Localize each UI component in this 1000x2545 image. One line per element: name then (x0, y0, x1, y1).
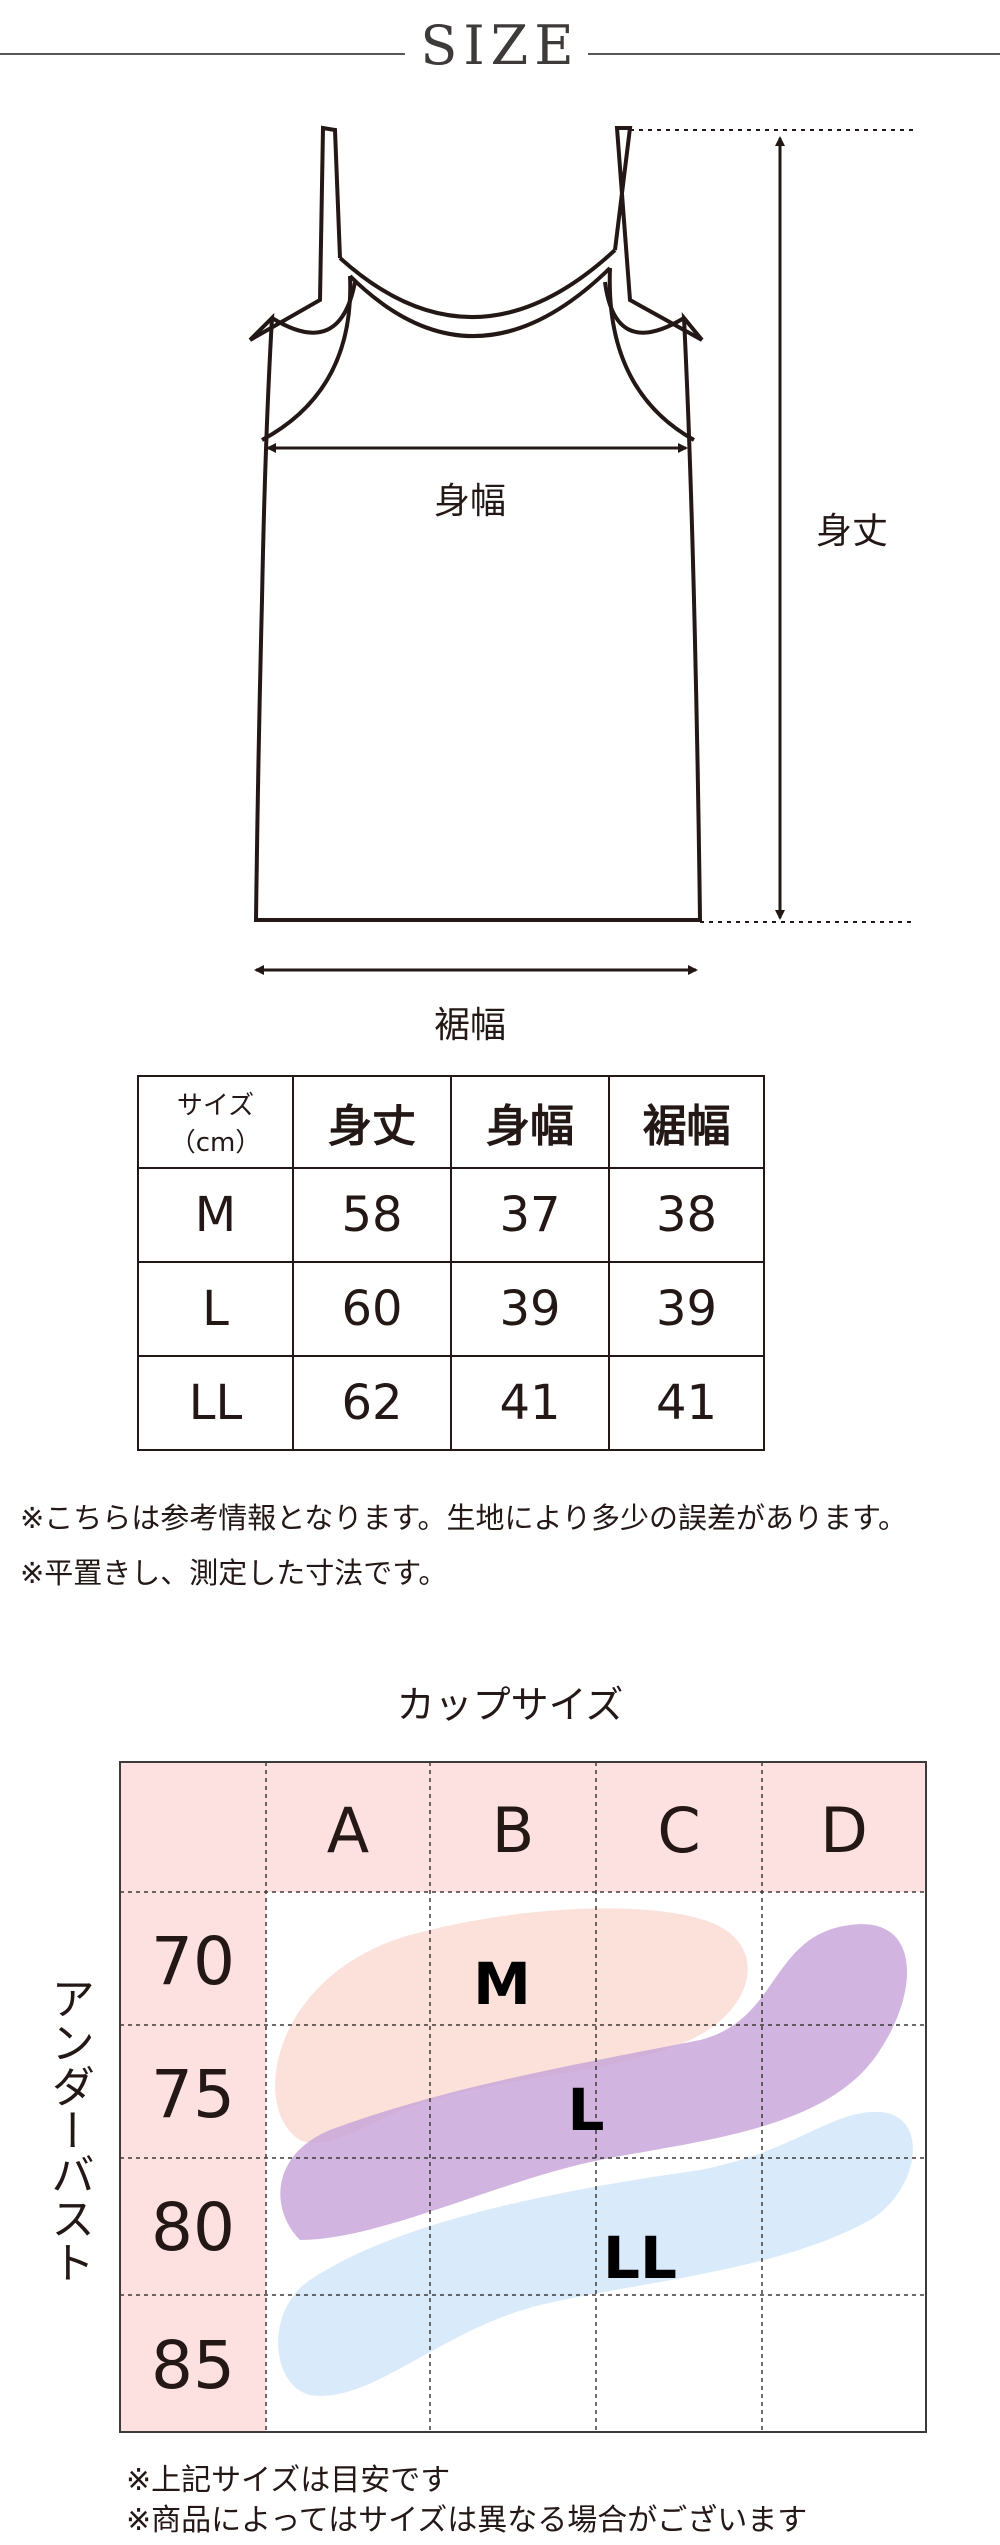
header-size: サイズ（cm） (137, 1075, 294, 1169)
right-strap (613, 126, 703, 342)
page-title: SIZE (420, 14, 580, 77)
row-70-label: 70 (151, 1923, 235, 2000)
size-cell: L (137, 1261, 294, 1357)
hem-width-cell: 41 (608, 1355, 765, 1451)
hem-width-cell: 38 (608, 1167, 765, 1263)
row-85-label: 85 (151, 2327, 235, 2404)
size-table: サイズ（cm） 身丈 身幅 裾幅 M 58 37 38 L 60 39 39 L… (137, 1075, 765, 1451)
cup-note-varies: ※商品によってはサイズは異なる場合がございます (126, 2503, 808, 2538)
column-b-label: B (492, 1794, 535, 1867)
chest-width-label: 身幅 (434, 481, 507, 522)
region-m-label: M (473, 1950, 531, 2018)
hem-width-cell: 39 (608, 1261, 765, 1357)
garment-outline (250, 335, 702, 920)
column-d-label: D (820, 1794, 868, 1867)
region-m-shape (275, 1908, 748, 2144)
under-bust-axis-label: アンダーバスト (43, 1976, 94, 2284)
note-measurement: ※平置きし、測定した寸法です。 (20, 1556, 448, 1590)
region-ll-label: LL (603, 2224, 677, 2292)
row-75-label: 75 (151, 2056, 235, 2133)
table-row: M 58 37 38 (137, 1167, 765, 1263)
row-80-label: 80 (151, 2189, 235, 2266)
cup-chart-title: カップサイズ (396, 1683, 624, 1727)
column-c-label: C (657, 1794, 700, 1867)
cup-size-chart: A B C D 70 75 80 85 M L LL (119, 1761, 927, 2433)
column-header-bg (120, 1762, 926, 1892)
region-l-label: L (568, 2076, 605, 2144)
right-armhole-inner (607, 267, 695, 442)
chest-width-cell: 37 (450, 1167, 610, 1263)
header-hem-width: 裾幅 (608, 1075, 765, 1169)
note-reference: ※こちらは参考情報となります。生地により多少の誤差があります。 (20, 1501, 908, 1535)
length-cell: 60 (292, 1261, 452, 1357)
size-table-header: サイズ（cm） 身丈 身幅 裾幅 (137, 1075, 765, 1169)
length-cell: 62 (292, 1355, 452, 1451)
region-l-shape (280, 1924, 908, 2240)
chest-width-cell: 41 (450, 1355, 610, 1451)
row-header-bg (120, 1892, 266, 2432)
size-cell: LL (137, 1355, 294, 1451)
chest-width-cell: 39 (450, 1261, 610, 1357)
right-armhole (603, 281, 686, 335)
header-chest-width: 身幅 (450, 1075, 610, 1169)
column-a-label: A (327, 1794, 369, 1867)
left-armhole-inner (261, 275, 353, 442)
size-header: SIZE (0, 0, 1000, 110)
size-cell: M (137, 1167, 294, 1263)
length-cell: 58 (292, 1167, 452, 1263)
left-strap (249, 125, 342, 342)
header-rule-right (588, 53, 1000, 55)
table-row: L 60 39 39 (137, 1261, 765, 1357)
hem-width-label: 裾幅 (434, 1005, 507, 1046)
neckline-outer (338, 248, 617, 320)
left-armhole (270, 281, 357, 335)
neckline-inner (348, 266, 612, 339)
length-label: 身丈 (816, 511, 889, 552)
header-length: 身丈 (292, 1075, 452, 1169)
grid-outline (119, 1761, 927, 2433)
header-rule-left (0, 53, 405, 55)
cup-note-guideline: ※上記サイズは目安です (126, 2463, 451, 2498)
garment-body (248, 312, 704, 922)
table-row: LL 62 41 41 (137, 1355, 765, 1451)
garment-diagram (248, 125, 915, 975)
